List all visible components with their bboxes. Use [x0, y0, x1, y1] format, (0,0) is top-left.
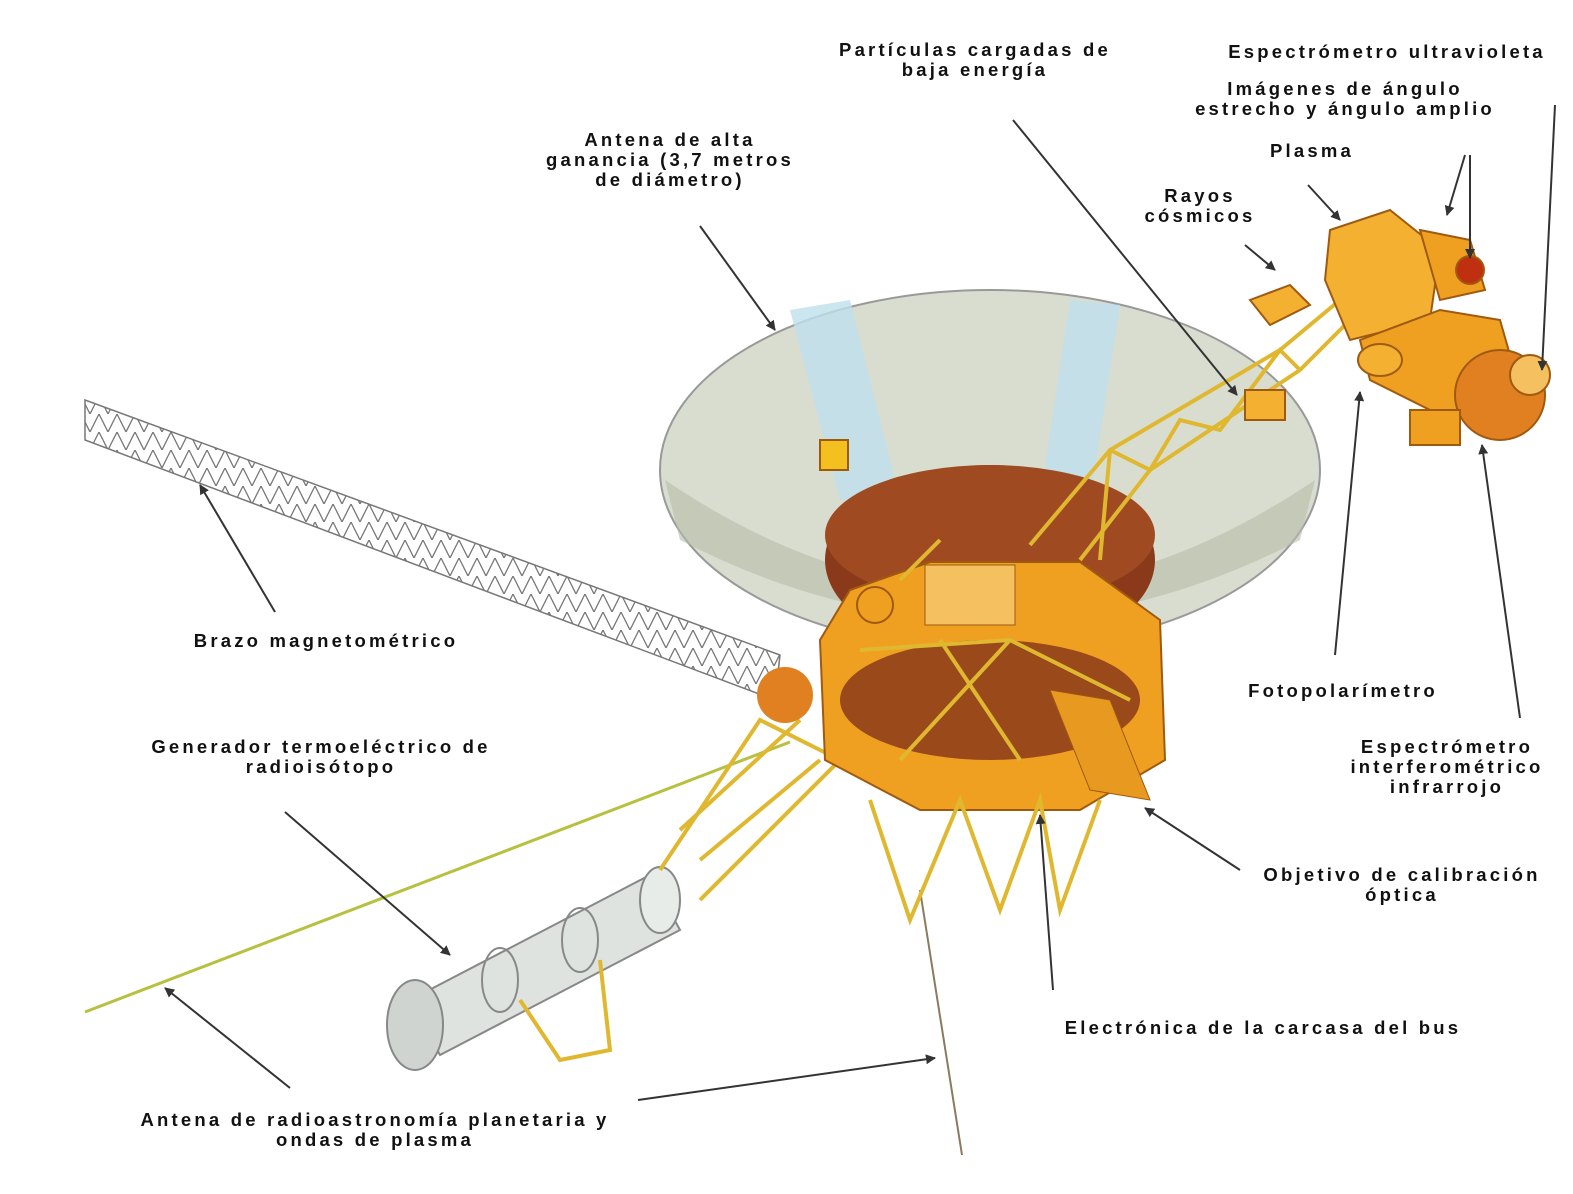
scan-platform [819, 208, 1551, 471]
arrow-high-gain [699, 225, 776, 331]
arrow-iris [1478, 444, 1521, 719]
label-line: Brazo magnetométrico [193, 630, 459, 651]
arrow-radio-2 [637, 1054, 936, 1101]
label-photopolarimeter: Fotopolarímetro [1248, 681, 1438, 701]
bus-legs [859, 637, 1131, 926]
label-line: ganancia (3,7 metros [545, 149, 795, 170]
arrow-bus-electronics [1035, 814, 1054, 991]
arrow-photopol [1334, 391, 1365, 656]
label-line: infrarrojo [1389, 776, 1505, 797]
arrow-radio-1 [164, 987, 291, 1089]
label-line: radioisótopo [245, 756, 397, 777]
label-line: Objetivo de calibración [1263, 864, 1541, 885]
leader-arrows [164, 104, 1556, 1101]
rtg-cylinders [386, 866, 682, 1071]
label-magnetometer-boom: Brazo magnetométrico [194, 631, 458, 651]
label-line: Fotopolarímetro [1248, 680, 1438, 701]
label-bus-electronics: Electrónica de la carcasa del bus [1065, 1018, 1462, 1038]
label-line: Generador termoeléctrico de [151, 736, 491, 757]
label-line: interferométrico [1350, 756, 1544, 777]
label-line: Plasma [1270, 140, 1354, 161]
science-boom [898, 298, 1352, 582]
label-line: Rayos [1164, 185, 1236, 206]
arrow-low-energy [1012, 119, 1238, 396]
label-line: Antena de alta [584, 129, 756, 150]
arrow-plasma [1307, 184, 1341, 221]
arrow-uv [1537, 104, 1556, 371]
label-line: Electrónica de la carcasa del bus [1064, 1017, 1462, 1038]
label-line: Espectrómetro ultravioleta [1228, 41, 1546, 62]
label-line: Antena de radioastronomía planetaria y [140, 1109, 610, 1130]
arrow-imaging-1 [1444, 154, 1466, 216]
arrow-magneto [199, 484, 276, 613]
arrow-calibration [1144, 807, 1241, 871]
label-line: ondas de plasma [275, 1129, 475, 1150]
label-line: Espectrómetro [1360, 736, 1534, 757]
label-line: Imágenes de ángulo [1227, 78, 1463, 99]
label-line: Partículas cargadas de [839, 39, 1111, 60]
label-line: estrecho y ángulo amplio [1195, 98, 1495, 119]
radio-antenna-left [84, 740, 791, 1014]
arrow-cosmic [1244, 244, 1276, 271]
label-uv-spectrometer: Espectrómetro ultravioleta [1228, 42, 1546, 62]
rtg-truss [518, 717, 844, 1063]
radio-antenna-down [919, 889, 963, 1156]
label-line: cósmicos [1144, 205, 1256, 226]
label-line: baja energía [901, 59, 1049, 80]
label-line: de diámetro) [595, 169, 745, 190]
label-line: óptica [1365, 884, 1439, 905]
label-plasma: Plasma [1270, 141, 1354, 161]
arrow-rtg [284, 811, 451, 956]
